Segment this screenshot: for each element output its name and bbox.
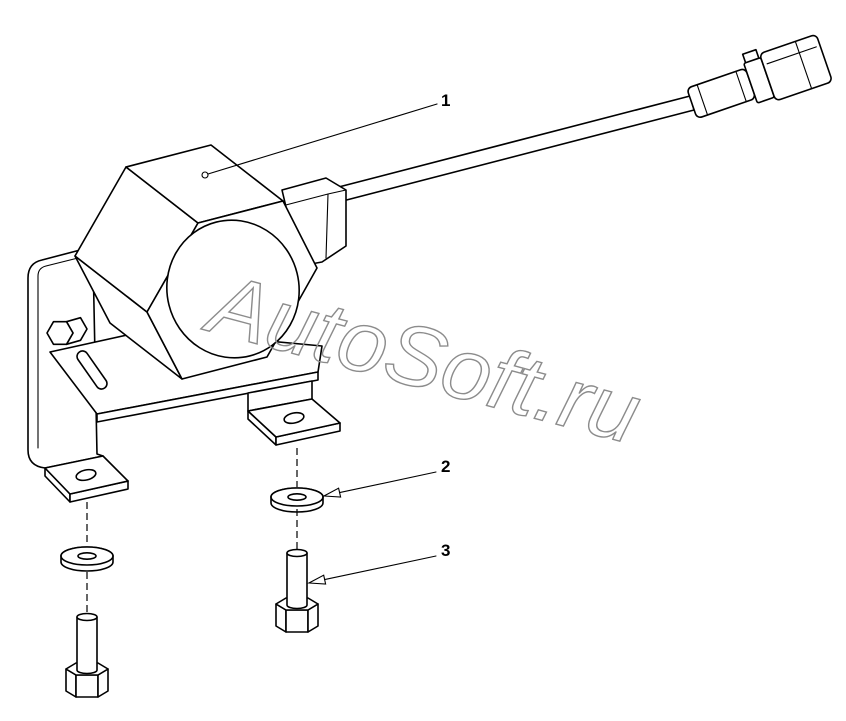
bracket-right-foot (247, 380, 341, 446)
mounting-hole (283, 411, 305, 425)
leader-dot (201, 171, 209, 179)
left-hardware (60, 502, 114, 698)
callout-1: 1 (201, 91, 450, 179)
bolt (65, 612, 109, 698)
bracket-bolt-head (46, 316, 88, 346)
callout-label: 3 (441, 541, 450, 560)
callout-label: 2 (441, 457, 450, 476)
callout-3: 3 (307, 541, 450, 585)
washer (270, 487, 324, 513)
bolt (275, 548, 319, 633)
connector (687, 34, 832, 119)
leader-line (207, 103, 438, 175)
right-hardware (270, 448, 324, 633)
callout-label: 1 (441, 91, 450, 110)
adjustment-slot (76, 350, 108, 390)
leader-line (324, 555, 437, 581)
bracket-left-foot (44, 455, 129, 503)
washer (60, 546, 114, 572)
mounting-hole (75, 468, 97, 482)
sensor-face (166, 219, 300, 359)
leader-line (339, 471, 437, 494)
arrowhead (322, 487, 342, 498)
arrowhead (307, 574, 327, 585)
callout-2: 2 (322, 457, 450, 498)
sensor-body (74, 144, 318, 380)
cable (299, 95, 695, 212)
